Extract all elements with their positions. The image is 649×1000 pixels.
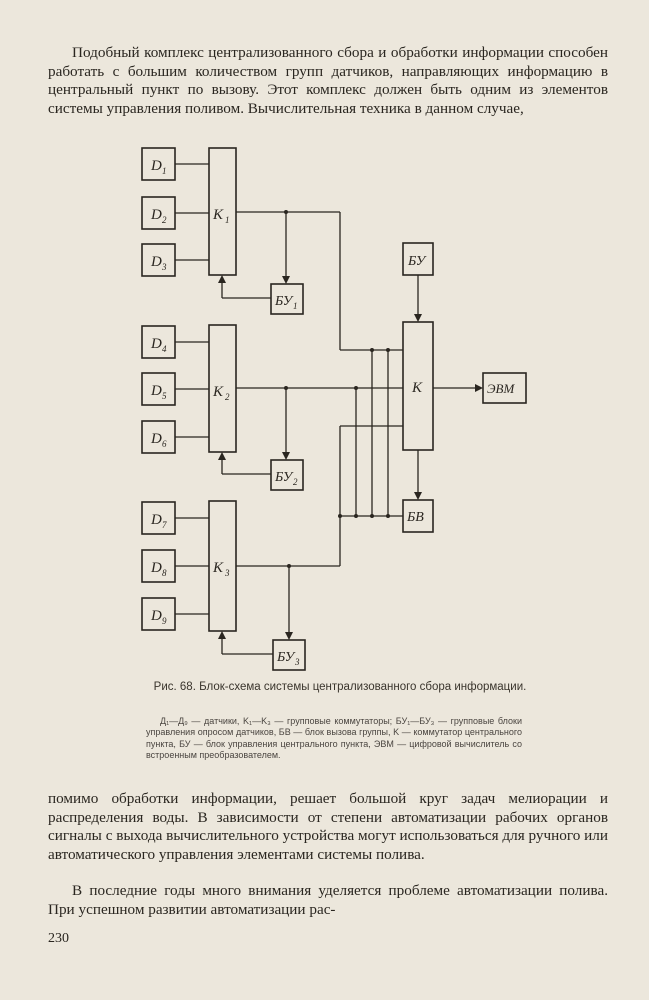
group-control-label: БУ — [274, 294, 294, 309]
sensor-label: D — [150, 431, 162, 447]
sensor-d1: D 1 — [141, 147, 176, 181]
computer-evm: ЭВМ — [482, 372, 527, 404]
sensor-sub: 6 — [162, 439, 167, 449]
computer-label: ЭВМ — [487, 381, 515, 396]
sensor-label: D — [150, 383, 162, 399]
commutator-sub: 2 — [225, 392, 230, 402]
paragraph-intro: Подобный комплекс централизованного сбор… — [48, 44, 608, 117]
sensor-d7: D 7 — [141, 501, 176, 535]
sensor-sub: 1 — [162, 166, 167, 176]
group-control-bu3: БУ 3 — [272, 639, 306, 671]
call-block-bv: БВ — [402, 499, 434, 533]
commutator-k2: K 2 — [208, 324, 237, 453]
sensor-d8: D 8 — [141, 549, 176, 583]
sensor-label: D — [150, 254, 162, 270]
figure-caption: Рис. 68. Блок-схема системы централизова… — [153, 681, 527, 693]
group-control-sub: 2 — [293, 477, 298, 487]
group-control-label: БУ — [276, 650, 296, 665]
commutator-sub: 1 — [225, 215, 230, 225]
central-commutator-label: K — [411, 380, 423, 396]
group-control-sub: 1 — [293, 301, 298, 311]
sensor-label: D — [150, 608, 162, 624]
sensor-d9: D 9 — [141, 597, 176, 631]
sensor-sub: 9 — [162, 616, 167, 626]
paragraph-continued: помимо обработки информации, решает боль… — [48, 790, 608, 863]
sensor-sub: 4 — [162, 344, 167, 354]
sensor-d5: D 5 — [141, 372, 176, 406]
sensor-sub: 7 — [162, 520, 167, 530]
call-block-label: БВ — [406, 510, 424, 525]
sensor-d4: D 4 — [141, 325, 176, 359]
page-number: 230 — [48, 931, 69, 946]
commutator-label: K — [212, 207, 224, 223]
sensor-sub: 5 — [162, 391, 167, 401]
sensor-label: D — [150, 336, 162, 352]
sensor-sub: 2 — [162, 215, 167, 225]
central-control-label: БУ — [407, 254, 427, 269]
block-diagram: D 1 D 2 D 3 D 4 D 5 D 6 D 7 D 8 D 9 — [141, 147, 527, 671]
commutator-label: K — [212, 560, 224, 576]
group-control-label: БУ — [274, 470, 294, 485]
central-control-bu: БУ — [402, 242, 434, 276]
sensor-d3: D 3 — [141, 243, 176, 277]
paragraph-automation: В последние годы много внимания уделяетс… — [48, 882, 608, 918]
sensor-label: D — [150, 512, 162, 528]
commutator-sub: 3 — [224, 568, 230, 578]
sensor-label: D — [150, 207, 162, 223]
sensor-d6: D 6 — [141, 420, 176, 454]
sensor-sub: 8 — [162, 568, 167, 578]
sensor-label: D — [150, 158, 162, 174]
sensor-label: D — [150, 560, 162, 576]
commutator-label: K — [212, 384, 224, 400]
commutator-k1: K 1 — [208, 147, 237, 276]
group-control-bu2: БУ 2 — [270, 459, 304, 491]
central-commutator-k: K — [402, 321, 434, 451]
group-control-sub: 3 — [294, 657, 300, 667]
sensor-sub: 3 — [161, 262, 167, 272]
group-control-bu1: БУ 1 — [270, 283, 304, 315]
commutator-k3: K 3 — [208, 500, 237, 632]
sensor-d2: D 2 — [141, 196, 176, 230]
figure-legend: Д₁—Д₉ — датчики, K₁—K₃ — групповые комму… — [146, 716, 522, 761]
